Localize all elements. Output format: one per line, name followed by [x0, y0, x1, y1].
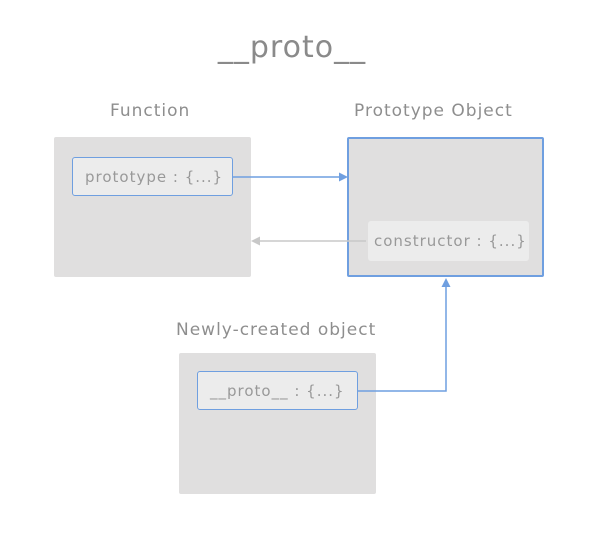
prototype-to-object-arrow: [233, 172, 348, 182]
proto-property: __proto__ : {...}: [197, 371, 358, 410]
new-object-label: Newly-created object: [176, 320, 377, 340]
prototype-object-box: constructor : {...}: [347, 137, 544, 277]
proto-to-object-arrow: [358, 278, 451, 392]
constructor-property: constructor : {...}: [368, 221, 529, 261]
new-object-box: __proto__ : {...}: [179, 353, 376, 494]
function-prototype-property: prototype : {...}: [72, 157, 233, 196]
function-label: Function: [110, 101, 191, 121]
function-box: prototype : {...}: [54, 137, 251, 277]
constructor-to-function-arrow: [251, 236, 366, 246]
prototype-object-label: Prototype Object: [354, 101, 513, 121]
diagram-title: __proto__: [217, 30, 367, 65]
